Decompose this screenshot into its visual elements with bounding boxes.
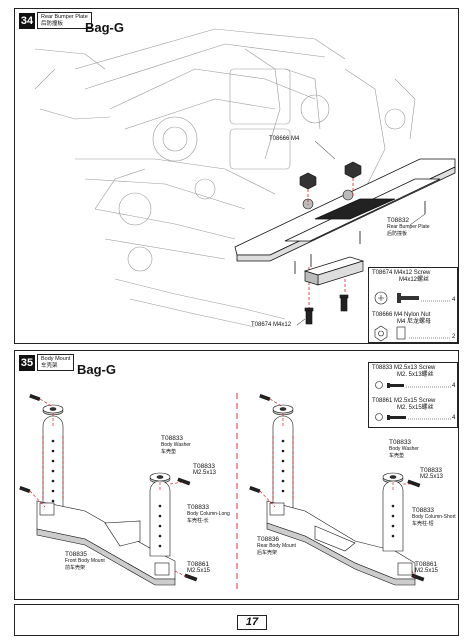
- part-1-name-cn: M4x12螺丝: [399, 277, 430, 283]
- bumper-callout: T08832 Rear Bumper Plate 后防撞板: [387, 217, 430, 238]
- left-mount-en: Front Body Mount: [65, 558, 105, 564]
- left-screw13-size: M2.5x13: [193, 470, 217, 476]
- left-column-en: Body Column-Long: [187, 511, 230, 517]
- parts-box: T08674 M4x12 Screw M4x12螺丝 4 T08666 M4 N…: [368, 267, 458, 343]
- part-1-name: T08674 M4x12 Screw: [372, 270, 431, 276]
- right-mount-en: Rear Body Mount: [257, 543, 296, 549]
- page-number: 17: [237, 615, 267, 630]
- part-1-name: T08833 M2.5x13 Screw: [372, 365, 436, 371]
- left-washer-callout: T08833 Body Washer 车壳垫: [161, 435, 191, 456]
- right-column-callout: T08833 Body Column-Short 车壳柱-短: [412, 507, 456, 528]
- right-screw15-callout: T08861 M2.5x15: [415, 561, 438, 575]
- left-screw13-code: T08833: [193, 463, 216, 470]
- right-washer-en: Body Washer: [389, 446, 419, 452]
- left-washer-code: T08833: [161, 435, 184, 442]
- screw-icons: [375, 381, 451, 421]
- step-number: 34: [19, 13, 35, 29]
- right-mount-cn: 后车壳架: [257, 550, 278, 556]
- left-washer-en: Body Washer: [161, 442, 191, 448]
- part-2-qty: 2: [452, 334, 456, 340]
- bumper-name-en: Rear Bumper Plate: [387, 224, 430, 230]
- right-washer-code: T08833: [389, 439, 412, 446]
- right-mount-callout: T08836 Rear Body Mount 后车壳架: [257, 536, 296, 557]
- bumper-name-cn: 后防撞板: [387, 231, 408, 237]
- bag-label: Bag-G: [77, 362, 116, 377]
- step-title-en: Body Mount: [41, 356, 71, 362]
- left-screw15-code: T08861: [187, 561, 210, 568]
- part-2-name-cn: M2. 5x15螺丝: [397, 405, 434, 411]
- step-title-cn: 车壳架: [41, 362, 58, 369]
- step-title: Rear Bumper Plate 后防撞板: [37, 12, 92, 29]
- screw-callout: T08674 M4x12: [251, 322, 292, 328]
- part-2-icon: [374, 325, 451, 342]
- left-mount-callout: T08835 Front Body Mount 前车壳架: [65, 551, 105, 572]
- right-column-en: Body Column-Short: [412, 514, 456, 520]
- right-screw15-size: M2.5x15: [415, 568, 439, 574]
- right-mount-code: T08836: [257, 536, 280, 543]
- left-screw15-size: M2.5x15: [187, 568, 211, 574]
- left-column-cn: 车壳柱-长: [187, 518, 209, 524]
- bumper-plate-shape: [234, 158, 456, 274]
- part-2-name-cn: M4 尼龙螺母: [397, 319, 432, 325]
- step-title: Body Mount 车壳架: [37, 354, 75, 371]
- page-footer: 17: [14, 604, 459, 636]
- left-mount-cn: 前车壳架: [65, 565, 86, 571]
- screw-shapes: [304, 294, 349, 325]
- part-1-qty: 4: [452, 297, 456, 303]
- right-screw15-code: T08861: [415, 561, 438, 568]
- left-column-code: T08833: [187, 504, 210, 511]
- part-2-name: T08861 M2.5x15 Screw: [372, 398, 436, 404]
- left-column-callout: T08833 Body Column-Long 车壳柱-长: [187, 504, 230, 525]
- right-column-code: T08833: [412, 507, 435, 514]
- bag-label: Bag-G: [85, 20, 124, 35]
- left-screw13-callout: T08833 M2.5x13: [193, 463, 216, 477]
- rear-bumper-assembly-drawing: [34, 28, 456, 328]
- right-column-cn: 车壳柱-短: [412, 521, 434, 527]
- left-screw15-callout: T08861 M2.5x15: [187, 561, 210, 575]
- step-35-panel: 35 Body Mount 车壳架 Bag-G T08833 M2.5x13 S…: [14, 350, 459, 600]
- step-title-en: Rear Bumper Plate: [41, 14, 88, 20]
- body-mount-drawing: [19, 393, 425, 591]
- bumper-code: T08832: [387, 217, 410, 224]
- part-1-qty: 4: [452, 383, 456, 389]
- part-2-name: T08666 M4 Nylon Nut: [372, 312, 431, 318]
- step-title-cn: 后防撞板: [41, 20, 64, 27]
- right-screw13-callout: T08833 M2.5x13: [420, 467, 443, 481]
- parts-box: T08833 M2.5x13 Screw M2. 5x13螺丝 4 T08861…: [368, 362, 458, 428]
- part-2-qty: 4: [452, 415, 456, 421]
- nut-callout: T08666 M4: [269, 136, 300, 142]
- step-34-panel: 34 Rear Bumper Plate 后防撞板 Bag-G T08666 M…: [14, 8, 459, 344]
- step-number: 35: [19, 355, 35, 371]
- left-mount-code: T08835: [65, 551, 88, 558]
- part-1-name-cn: M2. 5x13螺丝: [397, 372, 434, 378]
- right-screw13-code: T08833: [420, 467, 443, 474]
- right-washer-callout: T08833 Body Washer 车壳垫: [389, 439, 419, 460]
- right-washer-cn: 车壳垫: [389, 453, 405, 459]
- left-washer-cn: 车壳垫: [161, 449, 177, 455]
- right-screw13-size: M2.5x13: [420, 474, 444, 480]
- part-1-icon: [374, 291, 451, 305]
